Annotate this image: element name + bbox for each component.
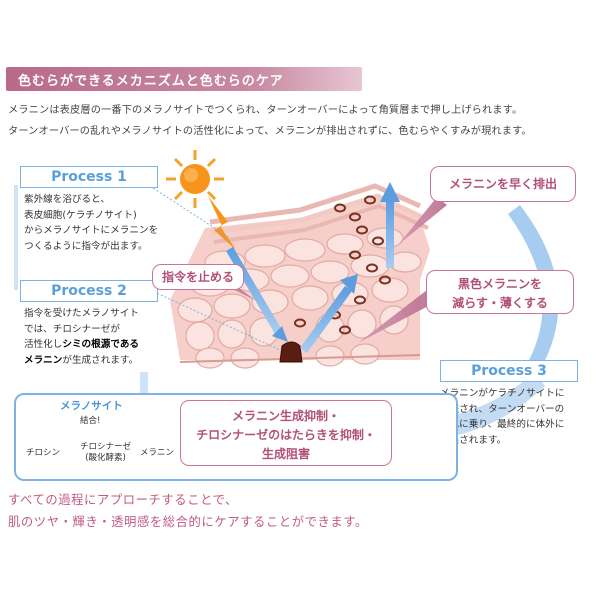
title-bar: 色むらができるメカニズムと色むらのケア — [6, 67, 362, 91]
sun-icon — [166, 150, 224, 208]
summary-line-2: 肌のツヤ・輝き・透明感を総合的にケアすることができます。 — [8, 515, 368, 529]
callout-early-discharge: メラニンを早く排出 — [430, 166, 576, 202]
melanocyte-label: メラノサイト — [60, 400, 123, 412]
callout-suppress-melanin: メラニン生成抑制・ チロシナーゼのはたらきを抑制・ 生成阻害 — [180, 400, 392, 466]
process-1-text: 紫外線を浴びると、 表皮細胞(ケラチノサイト) からメラノサイトにメラニンを つ… — [24, 194, 159, 252]
page-title: 色むらができるメカニズムと色むらのケア — [18, 74, 284, 89]
melanocyte-shape — [279, 341, 303, 363]
callout-reduce-melanin: 黒色メラニンを 減らす・薄くする — [426, 270, 574, 314]
callout-stop-signal: 指令を止める — [152, 264, 244, 290]
melanin-label: メラニン — [140, 448, 175, 458]
uv-lightning-icon — [208, 196, 236, 250]
tyrosinase-label: チロシナーゼ (酸化酵素) — [80, 442, 132, 463]
process-1-heading: Process 1 — [20, 166, 158, 188]
process-2-heading: Process 2 — [20, 280, 158, 302]
process-3-heading: Process 3 — [440, 360, 578, 382]
binding-label: 結合! — [80, 416, 101, 426]
summary-line-1: すべての過程にアプローチすることで、 — [8, 493, 238, 507]
intro-line-2: ターンオーバーの乱れやメラノサイトの活性化によって、メラニンが排出されずに、色む… — [8, 126, 532, 137]
intro-line-1: メラニンは表皮層の一番下のメラノサイトでつくられ、ターンオーバーによって角質層ま… — [8, 105, 523, 116]
skin-layers — [170, 183, 430, 369]
process-3-text: メラニンがケラチノサイトに 転送され、ターンオーバーの 流れに乗り、最終的に体外… — [440, 388, 565, 446]
tyrosine-label: チロシン — [26, 448, 61, 458]
melanin-granules — [294, 195, 391, 335]
process-2-text: 指令を受けたメラノサイト では、チロシナーゼが 活性化しシミの根源である メラニ… — [24, 308, 140, 366]
